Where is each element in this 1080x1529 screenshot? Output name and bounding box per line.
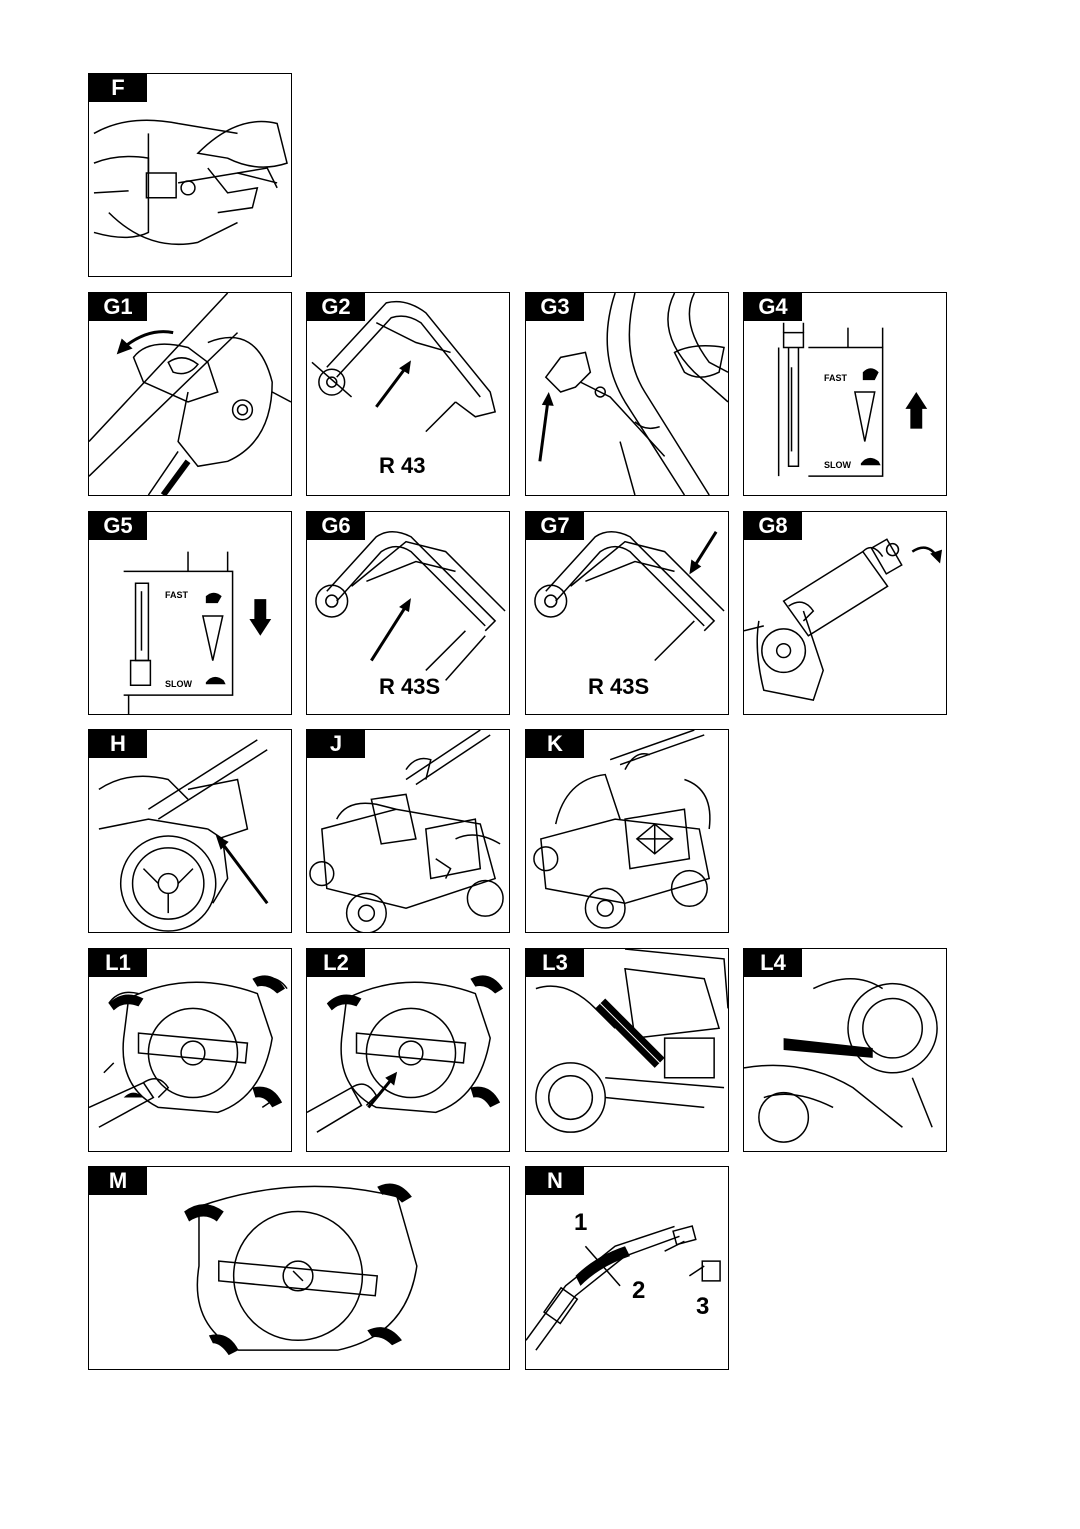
arrow-icon [376,360,411,407]
model-label: R 43S [588,674,650,699]
handle-knob-illustration [744,512,943,714]
handle-knob-illustration [89,293,291,495]
slow-label: SLOW [824,460,851,470]
figure-l1: L1 [88,948,292,1152]
hare-icon [205,592,222,604]
throttle-lever-illustration [89,512,272,714]
figure-label: L1 [89,949,147,977]
rotate-arrow-icon [116,332,173,355]
figure-h: H [88,729,292,933]
engine-illustration [89,74,291,276]
brush [595,998,665,1068]
arrow-icon [215,834,267,903]
fast-label: FAST [824,373,848,383]
mower-underside-blade-illustration [184,1183,509,1356]
figure-label: L3 [526,949,584,977]
model-label: R 43 [379,453,426,478]
figure-l4: L4 [743,948,947,1152]
figure-l2: L2 [306,948,510,1152]
mower-underside-hose-illustration [89,975,291,1151]
figure-label: L2 [307,949,365,977]
figure-label: N [526,1167,584,1195]
figure-label: G5 [89,512,147,540]
brush-cleaning-illustration [744,949,946,1151]
figure-label: G6 [307,512,365,540]
spark-plug-cable-illustration [526,1167,728,1369]
figure-label: H [89,730,147,758]
arrow-icon [368,1071,398,1108]
arrow-icon [249,599,272,636]
figure-n: N 1 2 3 [525,1166,729,1370]
figure-g2: G2 R 43 [306,292,510,496]
brush [783,1038,873,1058]
figure-label: G7 [526,512,584,540]
figure-label: G2 [307,293,365,321]
mower-underside-hose-illustration [307,975,504,1151]
figure-label: G3 [526,293,584,321]
fast-label: FAST [165,590,189,600]
figure-label: L4 [744,949,802,977]
figure-g5: G5 FAST SLOW [88,511,292,715]
model-label: R 43S [379,674,441,699]
tortoise-icon [860,457,881,466]
handle-hook-illustration [526,293,728,495]
figure-g7: G7 R 43S [525,511,729,715]
callout-2: 2 [632,1277,646,1304]
handle-cable-illustration [526,512,728,714]
callout-3: 3 [696,1293,710,1320]
figure-l3: L3 [525,948,729,1152]
figure-g8: G8 [743,511,947,715]
arrow-icon [371,598,411,660]
hare-icon [862,368,879,381]
rotate-arrow-icon [912,548,943,564]
figure-label: M [89,1167,147,1195]
figure-g4: G4 FAST SLOW [743,292,947,496]
callout-1: 1 [574,1209,588,1236]
grass-bag-illustration [89,730,291,932]
figure-g6: G6 R 43S [306,511,510,715]
mower-mulch-plug-illustration [526,730,728,932]
throttle-lever-illustration [744,293,928,495]
arrow-icon [540,392,554,461]
handle-cable-illustration [307,293,509,495]
figure-label: K [526,730,584,758]
figure-label: J [307,730,365,758]
mower-deflector-illustration [307,730,509,932]
figure-g1: G1 [88,292,292,496]
figure-label: F [89,74,147,102]
arrow-icon [905,392,928,429]
figure-k: K [525,729,729,933]
arrow-icon [689,532,716,575]
figure-m: M [88,1166,510,1370]
brush-cleaning-illustration [526,949,728,1151]
handle-cable-illustration [307,512,509,714]
figure-j: J [306,729,510,933]
figure-g3: G3 [525,292,729,496]
tortoise-icon [205,676,226,685]
figure-label: G1 [89,293,147,321]
figure-label: G4 [744,293,802,321]
figure-f: F [88,73,292,277]
slow-label: SLOW [165,679,192,689]
figure-label: G8 [744,512,802,540]
